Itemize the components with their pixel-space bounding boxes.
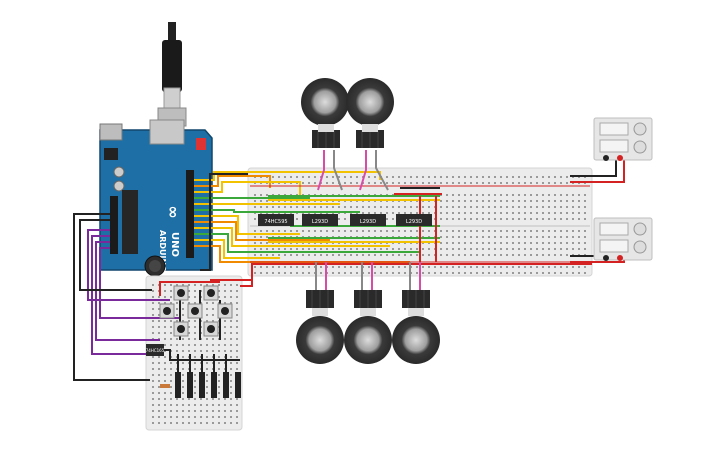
wires	[73, 150, 625, 381]
chip-label: 74HC165	[146, 348, 165, 353]
usb-cable	[157, 22, 187, 127]
arduino-board[interactable]: ∞ ARDUINO UNO	[99, 119, 213, 277]
motor-bottom-2[interactable]	[344, 290, 392, 364]
chip-input[interactable]	[146, 344, 164, 356]
reset-button[interactable]	[196, 138, 206, 150]
chip-label: 74HC595	[264, 219, 287, 225]
arduino-brand-text: ARDUINO	[158, 230, 167, 272]
motor-top-2[interactable]	[346, 78, 394, 148]
chip-label: L293D	[406, 219, 422, 225]
chip-driver-3[interactable]	[396, 214, 432, 226]
resistor	[160, 384, 170, 388]
motor-bottom-3[interactable]	[392, 290, 440, 364]
chips: 74HC595 L293D L293D L293D 74HC165	[146, 214, 432, 356]
power-supply-top[interactable]	[593, 117, 653, 161]
arduino-logo: ∞	[164, 205, 183, 218]
power-supply-bottom[interactable]	[593, 217, 653, 261]
chip-driver-1[interactable]	[302, 214, 338, 226]
chip-label: L293D	[312, 219, 328, 225]
chip-shift-register[interactable]	[258, 214, 294, 226]
motor-top-1[interactable]	[301, 78, 349, 148]
push-buttons[interactable]	[159, 285, 233, 337]
motor-bottom-1[interactable]	[296, 290, 344, 364]
arduino-model-text: UNO	[169, 232, 180, 257]
resistors	[160, 372, 241, 398]
chip-label: L293D	[360, 219, 376, 225]
chip-driver-2[interactable]	[350, 214, 386, 226]
